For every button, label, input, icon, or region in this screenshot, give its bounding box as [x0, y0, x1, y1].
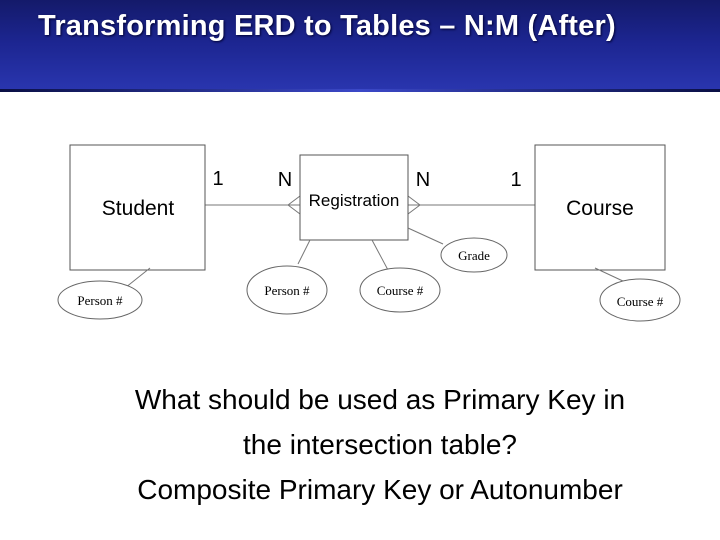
registration-entity-box	[299, 154, 409, 241]
registration-grade-connector	[407, 227, 444, 245]
crows-foot-left-bottom	[287, 204, 301, 215]
cardinality-course: 1	[510, 169, 521, 191]
student-entity-box	[69, 144, 206, 271]
registration-person-label: Person #	[264, 283, 310, 298]
student-label: Student	[102, 197, 175, 220]
course-entity-box	[534, 144, 666, 271]
crows-foot-right-top	[407, 195, 421, 206]
course-key-attribute	[599, 278, 681, 322]
registration-grade-attribute	[440, 237, 508, 273]
question-line-2: the intersection table?	[243, 429, 517, 460]
student-key-attribute	[57, 280, 143, 320]
registration-person-connector	[297, 239, 311, 265]
question-line-3: Composite Primary Key or Autonumber	[137, 474, 623, 505]
registration-course-label: Course #	[377, 283, 424, 298]
slide-title: Transforming ERD to Tables – N:M (After)	[38, 10, 616, 42]
registration-grade-label: Grade	[458, 248, 490, 263]
cardinality-student: 1	[212, 168, 223, 190]
crows-foot-right-bottom	[407, 204, 421, 215]
crows-foot-left-top	[287, 195, 301, 206]
course-label: Course	[566, 197, 634, 220]
course-key-label: Course #	[617, 294, 664, 309]
title-bar: Transforming ERD to Tables – N:M (After)	[0, 0, 720, 92]
registration-label: Registration	[309, 191, 400, 210]
student-key-label: Person #	[77, 293, 123, 308]
registration-person-attribute	[246, 265, 328, 315]
question-line-1: What should be used as Primary Key in	[134, 384, 626, 415]
course-key-connector	[594, 267, 626, 283]
cardinality-registration-left: N	[278, 169, 292, 191]
cardinality-registration-right: N	[416, 169, 430, 191]
registration-course-connector	[371, 239, 389, 271]
registration-course-attribute	[359, 267, 441, 313]
student-key-connector	[124, 267, 151, 289]
